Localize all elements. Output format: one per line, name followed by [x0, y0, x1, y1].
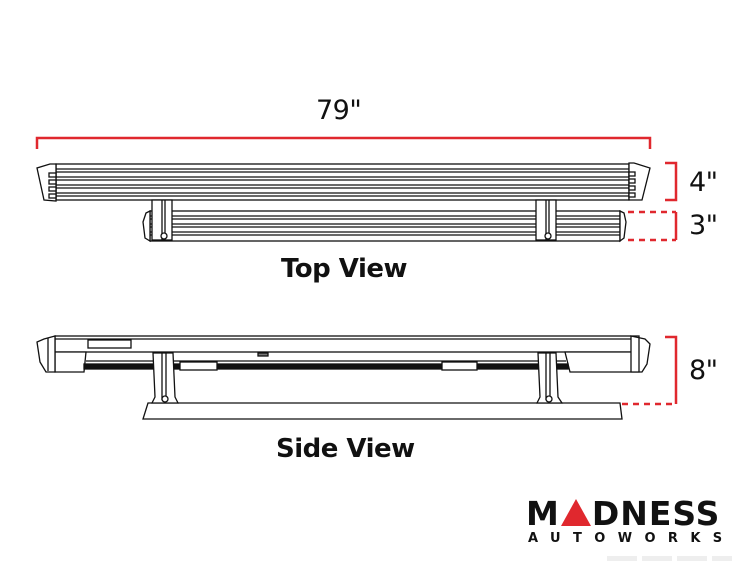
top-view-step — [142, 199, 627, 243]
length-label: 79" — [316, 95, 362, 126]
top-step-width-dimension — [628, 210, 678, 242]
watermark — [607, 556, 732, 561]
top-view-board — [36, 162, 651, 202]
side-height-dimension — [622, 335, 678, 406]
logo-wordmark: M DNESS — [526, 497, 728, 531]
board-width-label: 4" — [689, 167, 718, 198]
top-view-title: Top View — [281, 254, 408, 284]
side-height-label: 8" — [689, 355, 718, 386]
side-view-board — [36, 335, 651, 420]
length-dimension-line — [35, 136, 652, 149]
logo-tagline: AUTOWORKS — [528, 531, 735, 546]
step-width-label: 3" — [689, 210, 718, 241]
logo-letters: DNESS — [591, 494, 721, 533]
side-view-title: Side View — [276, 434, 415, 464]
top-board-width-dimension — [665, 161, 678, 202]
logo-triangle-icon — [560, 499, 591, 526]
logo-letter-m: M — [526, 494, 560, 533]
